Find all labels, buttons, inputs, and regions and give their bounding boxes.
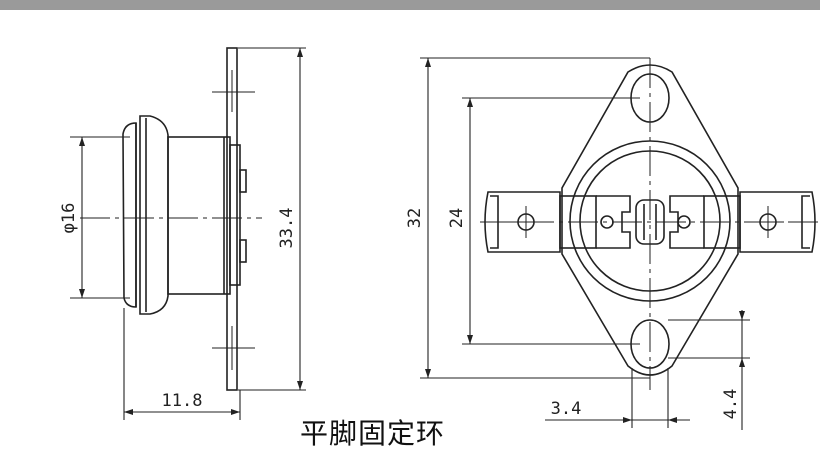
top-rule bbox=[0, 0, 820, 10]
dim-diameter: φ16 bbox=[59, 203, 79, 234]
dimension-arrows bbox=[79, 48, 745, 423]
dim-front-height: 32 bbox=[405, 208, 425, 228]
side-view bbox=[122, 47, 247, 391]
dim-hole-spacing: 24 bbox=[447, 208, 467, 228]
dim-side-depth: 11.8 bbox=[162, 391, 203, 411]
caption: 平脚固定环 bbox=[300, 417, 446, 450]
dim-slot-height: 4.4 bbox=[721, 389, 741, 420]
dim-slot-width: 3.4 bbox=[551, 399, 582, 419]
side-center-marks bbox=[80, 70, 262, 370]
front-center-marks bbox=[480, 58, 820, 390]
dim-side-height: 33.4 bbox=[277, 208, 297, 249]
front-dimension-lines bbox=[420, 57, 750, 430]
side-dimension-lines bbox=[70, 47, 306, 420]
